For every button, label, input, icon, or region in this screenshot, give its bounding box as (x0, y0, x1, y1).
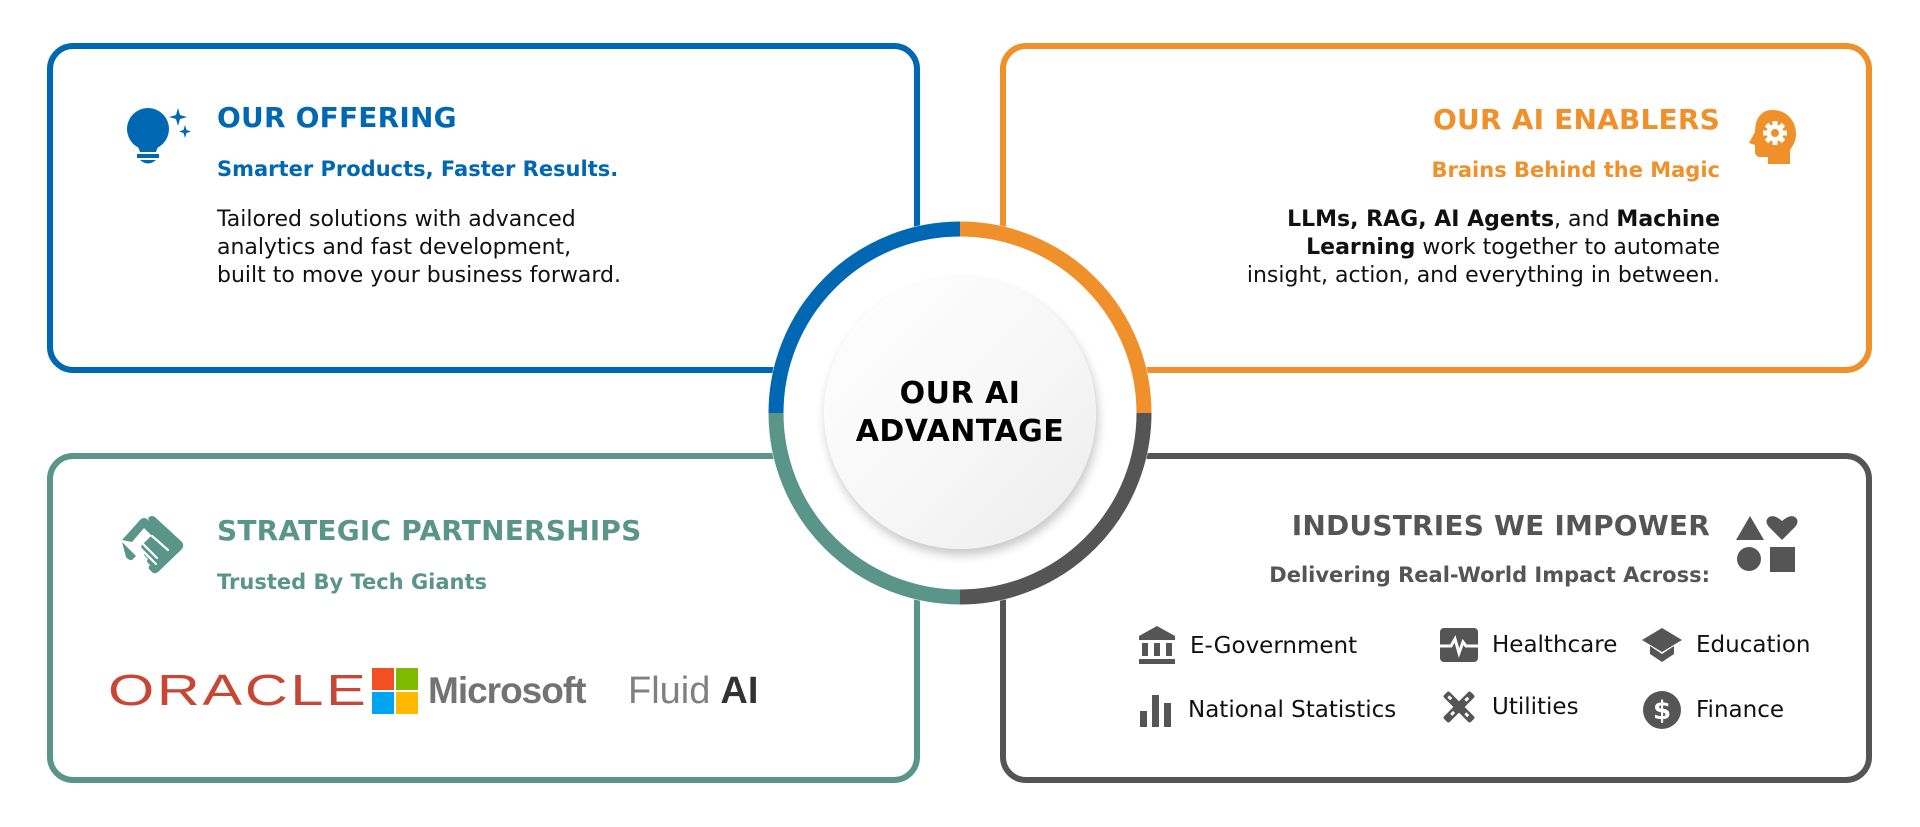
enablers-text-and: , and (1554, 207, 1617, 232)
tools-icon (1443, 691, 1475, 723)
government-building-icon (1139, 626, 1175, 664)
industry-education: Education (1642, 626, 1811, 664)
fluid-wordmark: Fluid (628, 669, 711, 712)
industry-utilities: Utilities (1440, 688, 1579, 726)
ring-segment-offering (768, 221, 961, 414)
industries-card (1000, 453, 1872, 783)
center-disc: OUR AI ADVANTAGE (824, 277, 1096, 549)
industry-national-statistics: National Statistics (1138, 693, 1396, 727)
industry-label: Finance (1696, 697, 1784, 723)
industry-e-government: E-Government (1138, 626, 1357, 666)
industry-label: Utilities (1492, 694, 1579, 720)
offering-subtitle: Smarter Products, Faster Results. (217, 157, 619, 181)
head-gear-icon (1749, 110, 1796, 164)
industry-label: E-Government (1190, 633, 1358, 659)
dollar-coin-icon: $ (1643, 691, 1681, 729)
enablers-bold-learning: Learning (1306, 235, 1416, 260)
ring-segment-partnerships (768, 412, 961, 605)
industry-label: Healthcare (1492, 632, 1618, 658)
ring-segment-enablers (959, 221, 1152, 414)
offering-description: Tailored solutions with advanced analyti… (217, 206, 621, 290)
center-title-line-1: OUR AI (899, 376, 1021, 411)
ring-segment-industries (959, 412, 1152, 605)
enablers-bold-machine: Machine (1616, 207, 1720, 232)
lightbulb-sparkle-icon (127, 108, 191, 164)
fluid-ai-logo: Fluid AI (628, 668, 758, 714)
handshake-icon (122, 516, 184, 574)
enablers-line-1: LLMs, RAG, AI Agents, and Machine (1247, 206, 1720, 234)
partnerships-title: STRATEGIC PARTNERSHIPS (217, 514, 642, 547)
enablers-text-automate: work together to automate (1415, 235, 1720, 260)
industry-label: Education (1696, 632, 1811, 658)
offering-line-1: Tailored solutions with advanced (217, 207, 576, 232)
industry-label: National Statistics (1188, 697, 1397, 723)
industry-finance: $ Finance (1642, 690, 1784, 730)
enablers-title: OUR AI ENABLERS (1433, 103, 1720, 136)
enablers-description: LLMs, RAG, AI Agents, and Machine Learni… (1247, 206, 1720, 290)
offering-line-3: built to move your business forward. (217, 263, 621, 288)
center-title: OUR AI ADVANTAGE (856, 375, 1065, 451)
ai-wordmark: AI (720, 669, 759, 712)
oracle-wordmark: ORACLE (108, 666, 369, 715)
microsoft-logo: Microsoft (372, 668, 586, 714)
center-title-line-2: ADVANTAGE (855, 414, 1065, 449)
partnerships-subtitle: Trusted By Tech Giants (217, 570, 488, 594)
industries-subtitle: Delivering Real-World Impact Across: (1269, 563, 1710, 587)
heartbeat-monitor-icon (1440, 628, 1478, 662)
offering-card (47, 43, 920, 373)
microsoft-wordmark: Microsoft (428, 670, 586, 711)
industry-healthcare: Healthcare (1440, 628, 1617, 662)
enablers-line-2: Learning work together to automate (1247, 234, 1720, 262)
svg-text:$: $ (1653, 696, 1671, 726)
graduation-cap-icon (1642, 628, 1682, 662)
enablers-subtitle: Brains Behind the Magic (1431, 158, 1720, 182)
shapes-icon (1736, 516, 1798, 572)
enablers-bold-llms: LLMs, RAG, AI Agents (1287, 207, 1555, 232)
microsoft-windows-icon (372, 668, 418, 714)
enablers-line-3: insight, action, and everything in betwe… (1246, 263, 1720, 288)
offering-line-2: analytics and fast development, (217, 235, 572, 260)
industries-title: INDUSTRIES WE IMPOWER (1291, 509, 1710, 542)
oracle-logo: ORACLE (108, 668, 366, 714)
bar-chart-icon (1140, 695, 1171, 727)
enablers-card (1000, 43, 1872, 373)
offering-title: OUR OFFERING (217, 101, 457, 134)
partnerships-card (47, 453, 920, 783)
